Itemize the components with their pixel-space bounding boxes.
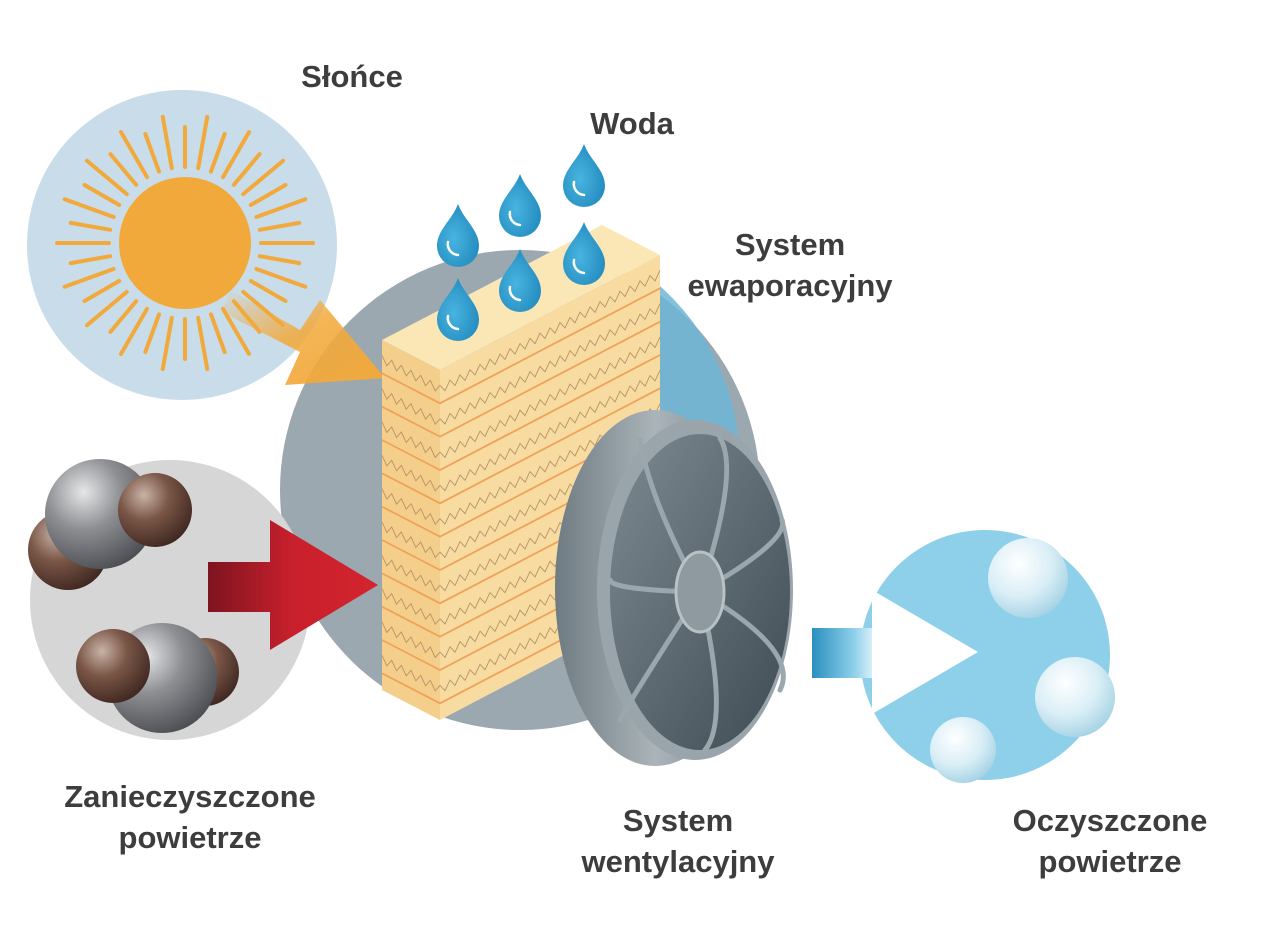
pad-corrugation [381,455,441,492]
pad-corrugation [381,588,441,626]
sun-ray [160,114,174,171]
sun-disc [119,177,251,309]
water-drop [437,204,479,267]
pad-corrugation [381,555,441,592]
pad-corrugation [381,621,441,659]
pad-corrugation [381,355,441,392]
water-drop-highlight [572,258,586,275]
water-drop [499,249,541,312]
pad-corrugation [381,488,441,526]
water-drop-icon [437,144,605,341]
red-arrow-icon [208,520,378,650]
sun-ray [82,183,122,207]
sun-ray [257,254,302,266]
sun-ray [257,220,302,232]
sun-ray [241,158,286,197]
sun-ray [254,197,308,220]
sun-ray [208,131,227,174]
sun-ray [254,266,308,289]
sun-ray [82,279,122,303]
ventilation-system-label: System wentylacyjny [581,803,775,879]
water-drop-highlight [508,210,522,227]
molecule-icon [28,459,192,590]
pad-layer-line [381,354,661,472]
water-drop [563,222,605,285]
pad-corrugation [439,370,661,492]
sun-ray [119,130,149,180]
bubble-icon [930,538,1115,783]
sun-label: Słońce [301,59,403,94]
fan-icon [555,410,793,766]
sun-ray [196,114,210,171]
water-drop-highlight [446,314,460,331]
water-drop-highlight [446,240,460,257]
sun-ray [160,315,174,372]
water-drop-highlight [508,285,522,302]
sun-ray [196,315,210,372]
water-label: Woda [590,106,674,141]
sun-ray [62,197,116,220]
pad-layer-line [381,287,661,405]
sun-ray [108,299,139,334]
pad-corrugation [381,655,441,692]
water-drop-highlight [572,180,586,197]
pad-layer-line [381,320,661,438]
sun-icon [55,114,315,372]
sun-ray [68,220,113,232]
sun-ray [231,152,262,187]
pad-corrugation [439,336,661,459]
pad-corrugation [439,270,661,392]
pad-corrugation [381,521,441,559]
molecule-icon [76,623,239,733]
blue-arrow-tail [812,628,882,678]
sun-ray [221,130,251,180]
sun-ray [248,279,288,303]
sun-ray [221,306,251,356]
pad-layer-line [381,387,661,505]
pad-corrugation [439,303,661,425]
sun-arrow-icon [222,290,385,385]
clean-air-label: Oczyszczone powietrze [1012,803,1208,879]
water-drop [437,278,479,341]
sun-ray [119,306,149,356]
water-drop [563,144,605,207]
water-drop [499,174,541,237]
sun-ray [143,131,162,174]
sun-ray [248,183,288,207]
sun-ray [62,266,116,289]
pad-corrugation [381,421,441,459]
clean-arrow-icon [872,590,978,714]
pad-corrugation [381,388,441,426]
evaporative-system-label: System ewaporacyjny [687,227,893,303]
polluted-air-label: Zanieczyszczone powietrze [64,779,316,855]
sun-ray [208,312,227,355]
sun-ray [108,152,139,187]
sun-ray [84,289,129,328]
sun-ray [68,254,113,266]
sun-ray [84,158,129,197]
sun-ray [143,312,162,355]
